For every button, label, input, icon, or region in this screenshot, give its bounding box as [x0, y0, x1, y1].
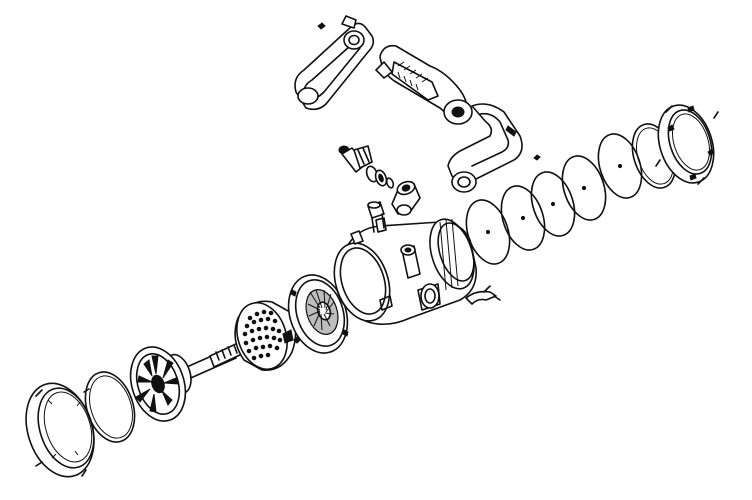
filter-disc-3	[530, 171, 576, 237]
filter-disc-1	[465, 199, 511, 265]
front-locking-ring	[655, 104, 719, 185]
elbow-fitting	[391, 180, 421, 216]
o-rings	[365, 165, 395, 189]
hose-fitting	[338, 145, 373, 173]
retaining-clip	[465, 285, 501, 305]
upper-handle	[294, 15, 375, 111]
screws	[317, 22, 541, 161]
cover-plate	[287, 274, 349, 354]
main-housing	[333, 217, 477, 326]
rear-o-ring	[84, 371, 136, 443]
filter-discs	[465, 133, 643, 265]
small-connector	[367, 201, 385, 233]
lower-handle	[375, 44, 523, 193]
perforated-disc	[234, 300, 297, 371]
perforation-holes	[242, 309, 283, 361]
impeller-with-shaft	[129, 342, 243, 422]
rear-locking-ring	[25, 382, 95, 478]
filter-disc-2	[500, 185, 546, 251]
filter-disc-4	[561, 155, 607, 221]
filter-disc-5	[597, 133, 643, 199]
